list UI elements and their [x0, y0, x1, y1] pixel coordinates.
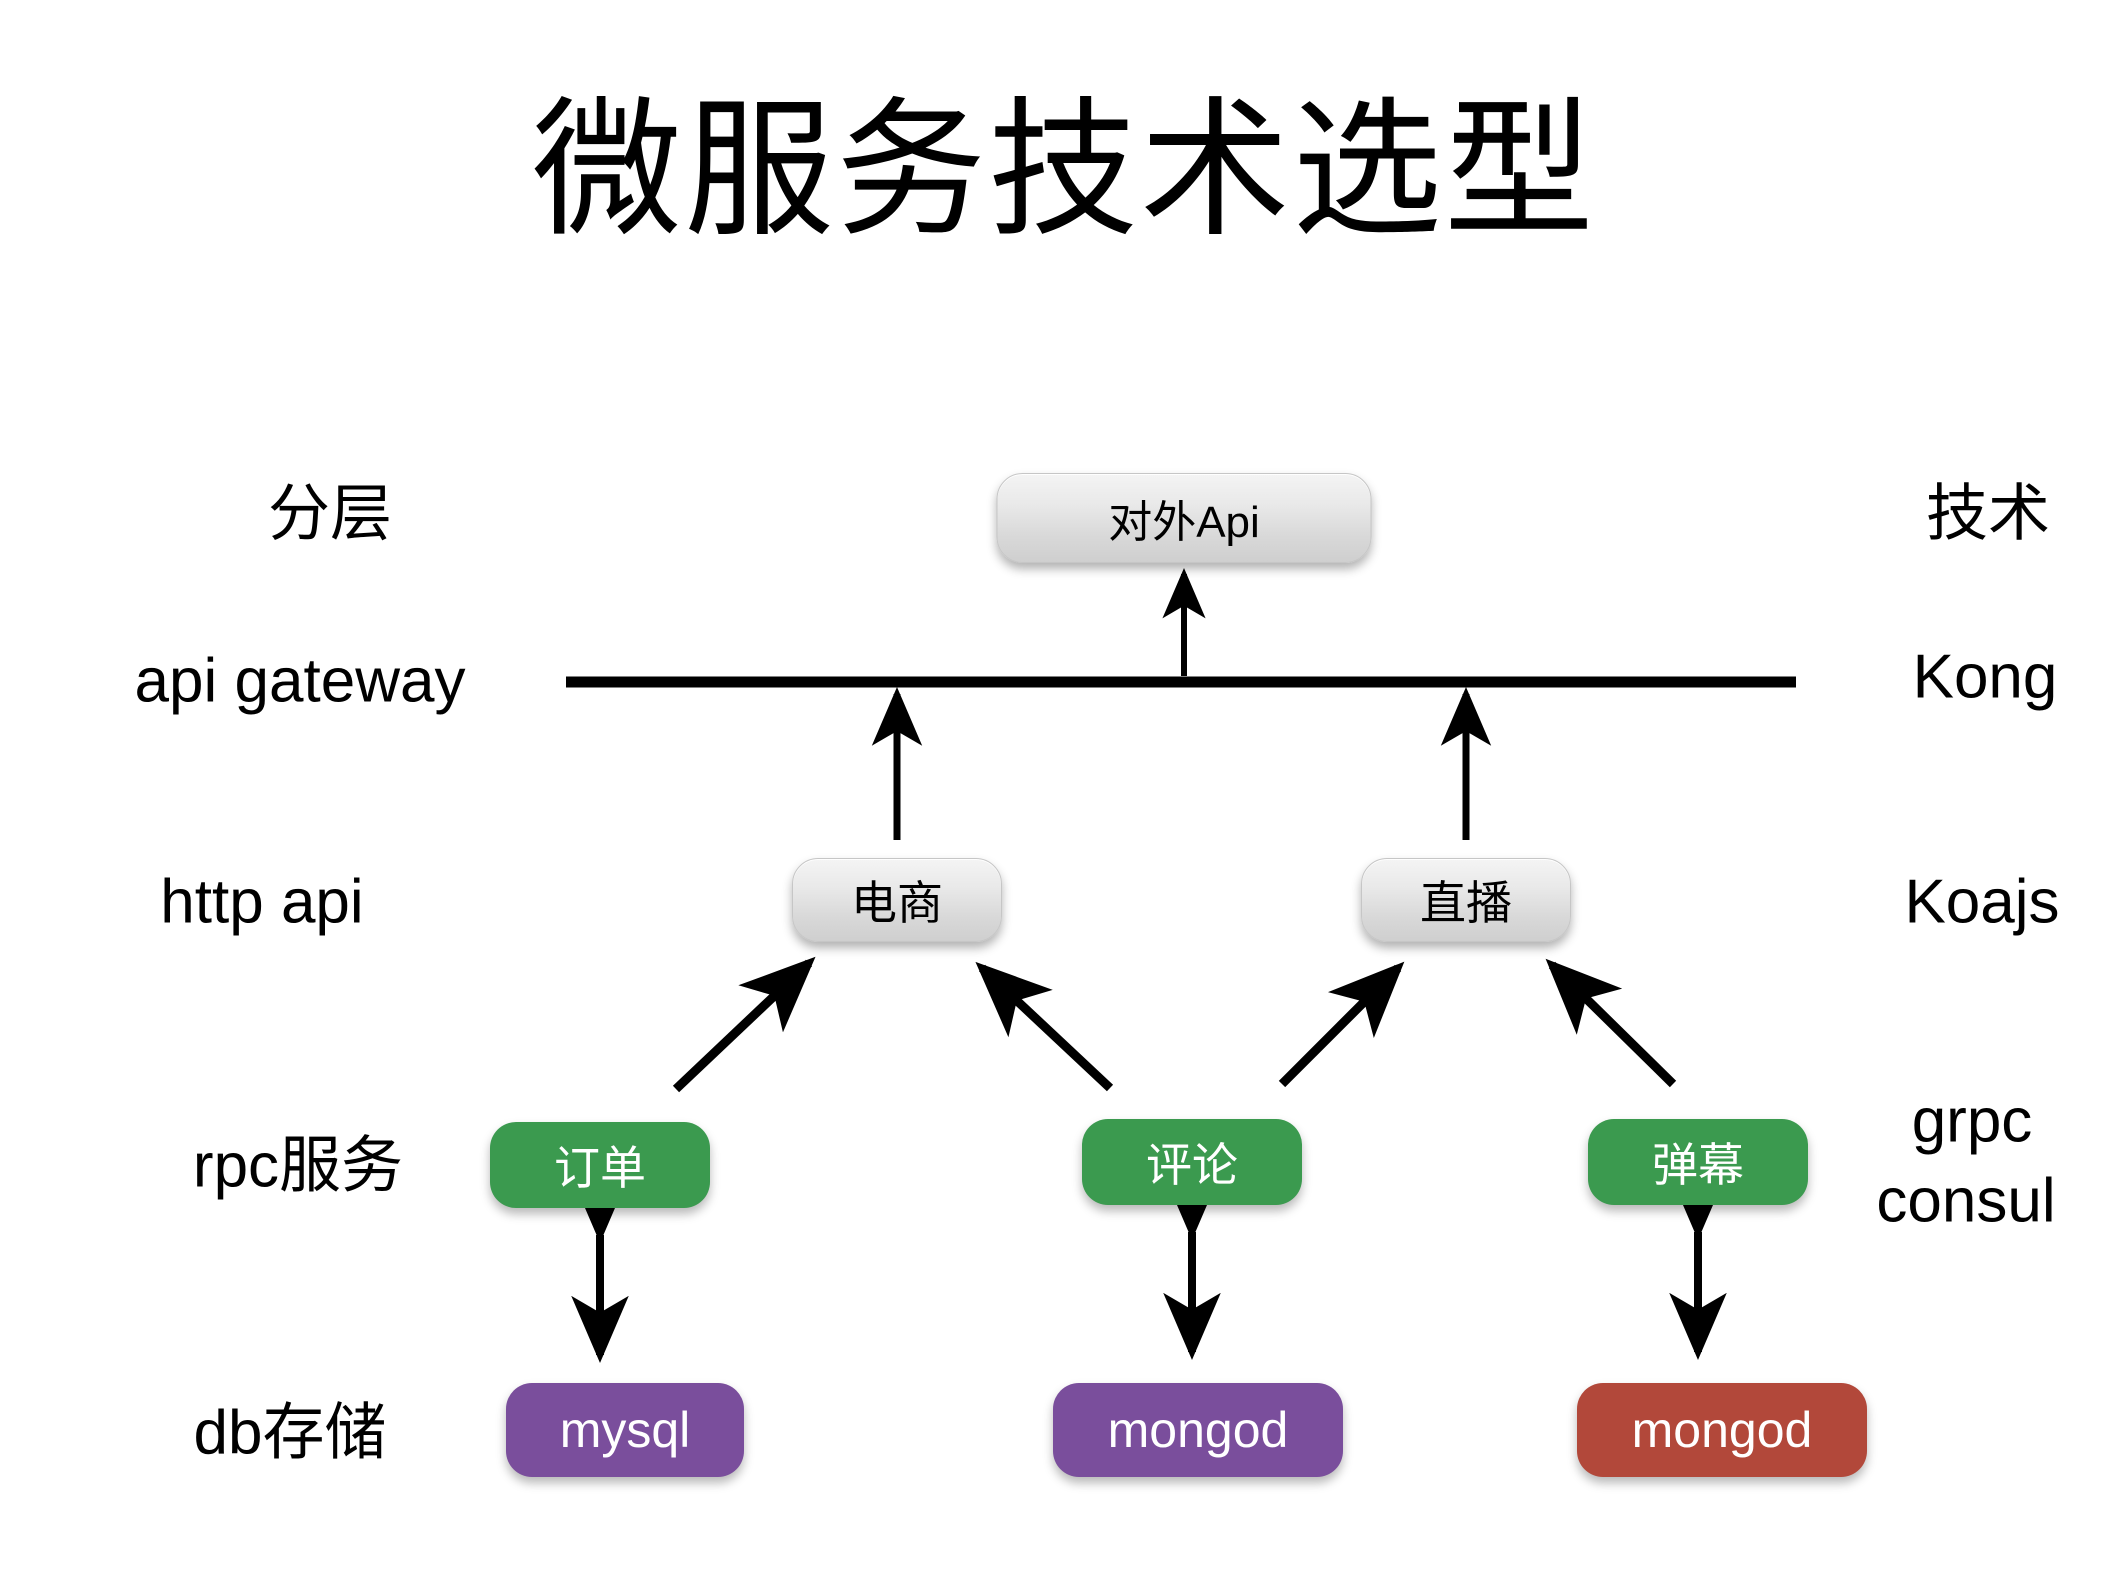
- node-danmaku-label: 弹幕: [1652, 1139, 1744, 1191]
- node-db-mongod-1[interactable]: mongod: [1053, 1383, 1343, 1477]
- tech-label-http-api: Koajs: [1904, 867, 2060, 937]
- tech-label-gateway: Kong: [1912, 642, 2058, 712]
- node-ecommerce[interactable]: 电商: [792, 858, 1002, 942]
- layer-label-http-api: http api: [160, 867, 364, 937]
- node-external-api[interactable]: 对外Api: [996, 473, 1372, 563]
- node-db-mongod-2-label: mongod: [1631, 1402, 1813, 1458]
- edge-order-to-ecommerce: [672, 956, 816, 1093]
- page-title: 微服务技术选型: [531, 86, 1596, 254]
- edge-comment-to-live: [1278, 961, 1405, 1088]
- node-external-api-label: 对外Api: [1108, 498, 1260, 547]
- layer-label-api-gateway: api gateway: [134, 646, 466, 716]
- layer-label-header: 分层: [267, 479, 393, 549]
- node-order[interactable]: 订单: [490, 1122, 710, 1208]
- node-db-mongod-1-label: mongod: [1107, 1402, 1289, 1458]
- node-db-mysql-label: mysql: [559, 1402, 691, 1458]
- node-db-mysql[interactable]: mysql: [506, 1383, 744, 1477]
- node-db-mongod-2[interactable]: mongod: [1577, 1383, 1867, 1477]
- node-ecommerce-label: 电商: [851, 877, 943, 929]
- layer-label-db-storage: db存储: [193, 1398, 387, 1468]
- node-comment[interactable]: 评论: [1082, 1119, 1302, 1205]
- node-live-label: 直播: [1420, 877, 1512, 929]
- layer-label-rpc-service: rpc服务: [192, 1131, 404, 1201]
- node-comment-label: 评论: [1146, 1139, 1238, 1191]
- node-order-label: 订单: [554, 1142, 646, 1194]
- edge-danmaku-to-live: [1545, 958, 1677, 1088]
- node-danmaku[interactable]: 弹幕: [1588, 1119, 1808, 1205]
- tech-label-rpc-consul: consul: [1876, 1166, 2056, 1236]
- edge-comment-to-ecommerce: [975, 961, 1114, 1092]
- tech-label-header: 技术: [1925, 479, 2051, 549]
- node-live[interactable]: 直播: [1361, 858, 1571, 942]
- tech-label-rpc-grpc: grpc: [1911, 1086, 2033, 1156]
